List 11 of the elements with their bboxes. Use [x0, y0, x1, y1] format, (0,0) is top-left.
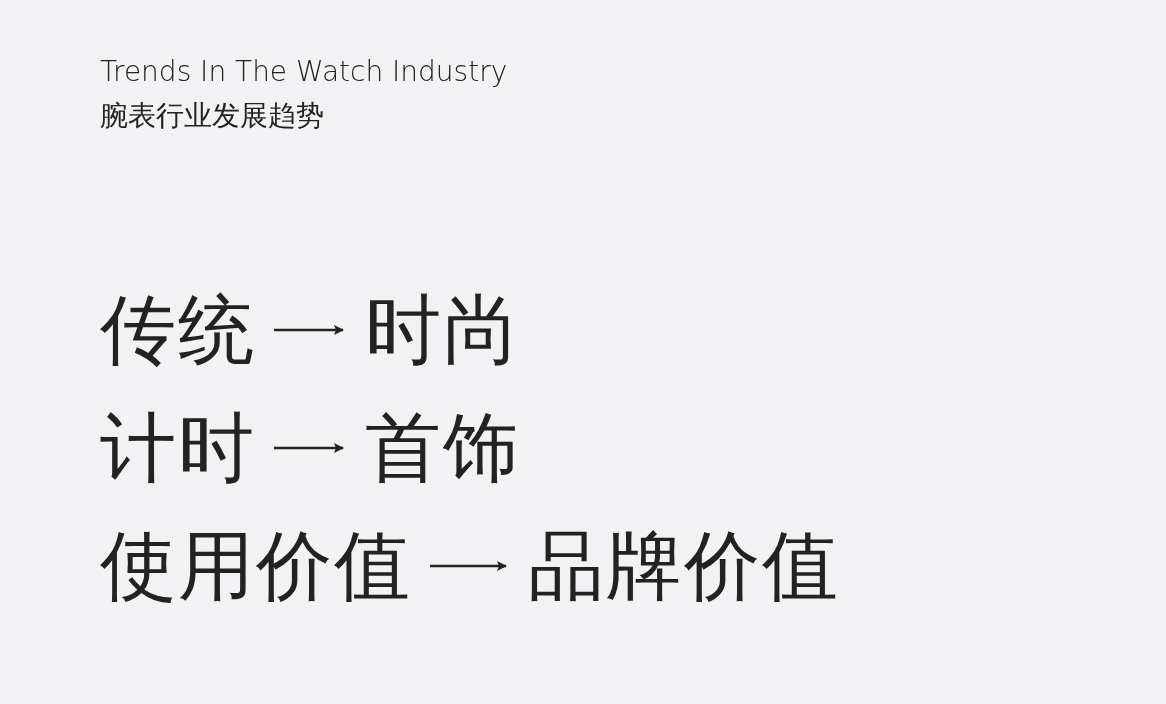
arrow [430, 561, 507, 571]
term-text: 传统 [100, 292, 256, 368]
term-text: 使用价值 [100, 528, 412, 604]
subtitle: 腕表行业发展趋势 [100, 102, 324, 130]
arrow [274, 325, 344, 335]
arrow [274, 443, 344, 453]
term-text: 时尚 [365, 292, 521, 368]
term-text: 计时 [100, 410, 256, 486]
title: Trends In The Watch Industry [100, 58, 508, 86]
term-text: 品牌价值 [528, 528, 840, 604]
term-text: 首饰 [365, 410, 521, 486]
